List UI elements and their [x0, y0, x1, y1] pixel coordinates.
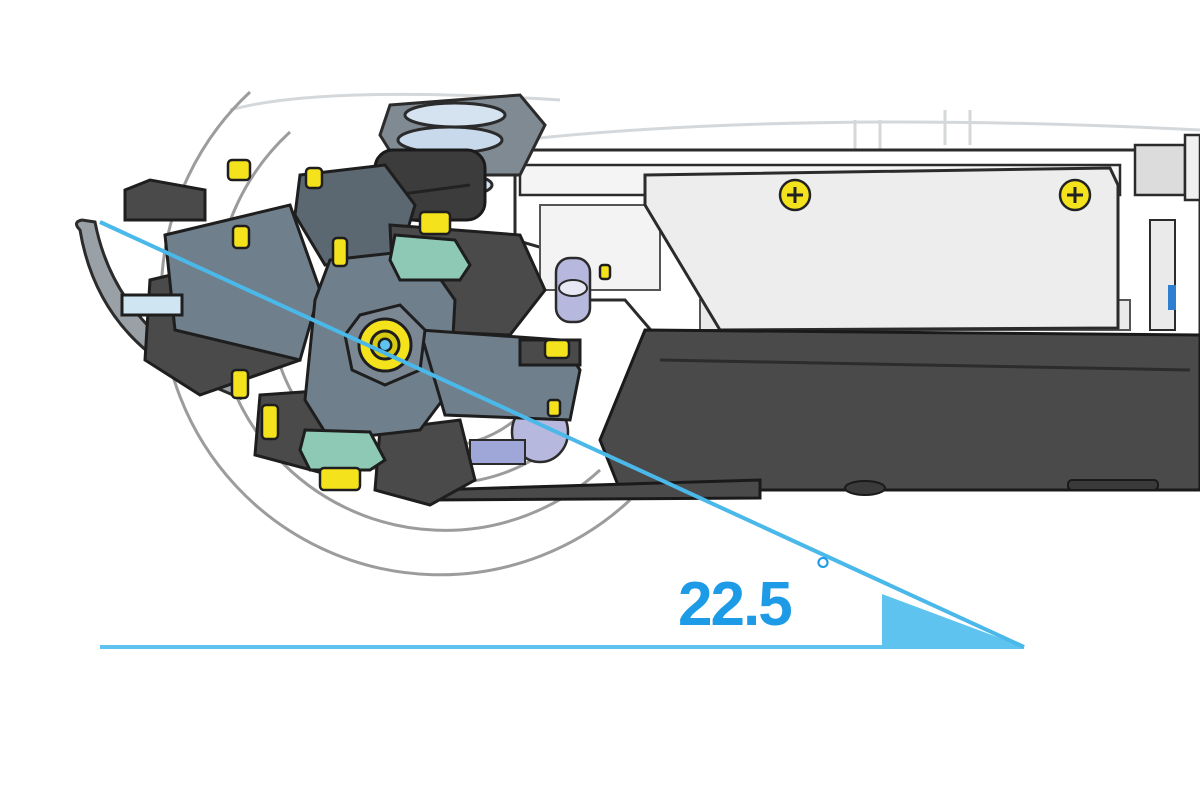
bolt-heads: [226, 158, 612, 492]
phillips-screw-icon: [1058, 178, 1092, 212]
angle-diagram: 22.5 °: [99, 220, 1025, 649]
angle-value-label: 22.5: [678, 570, 791, 639]
knuckle-assembly: [120, 163, 582, 507]
body-outline: [229, 92, 1200, 150]
degree-symbol: °: [815, 550, 831, 594]
shock-absorber: [373, 93, 547, 223]
battery-cover: [643, 166, 1120, 332]
phillips-screw-icon: [778, 178, 812, 212]
kingpin-axis-line: [99, 220, 1025, 649]
angle-wedge: [882, 594, 1024, 647]
